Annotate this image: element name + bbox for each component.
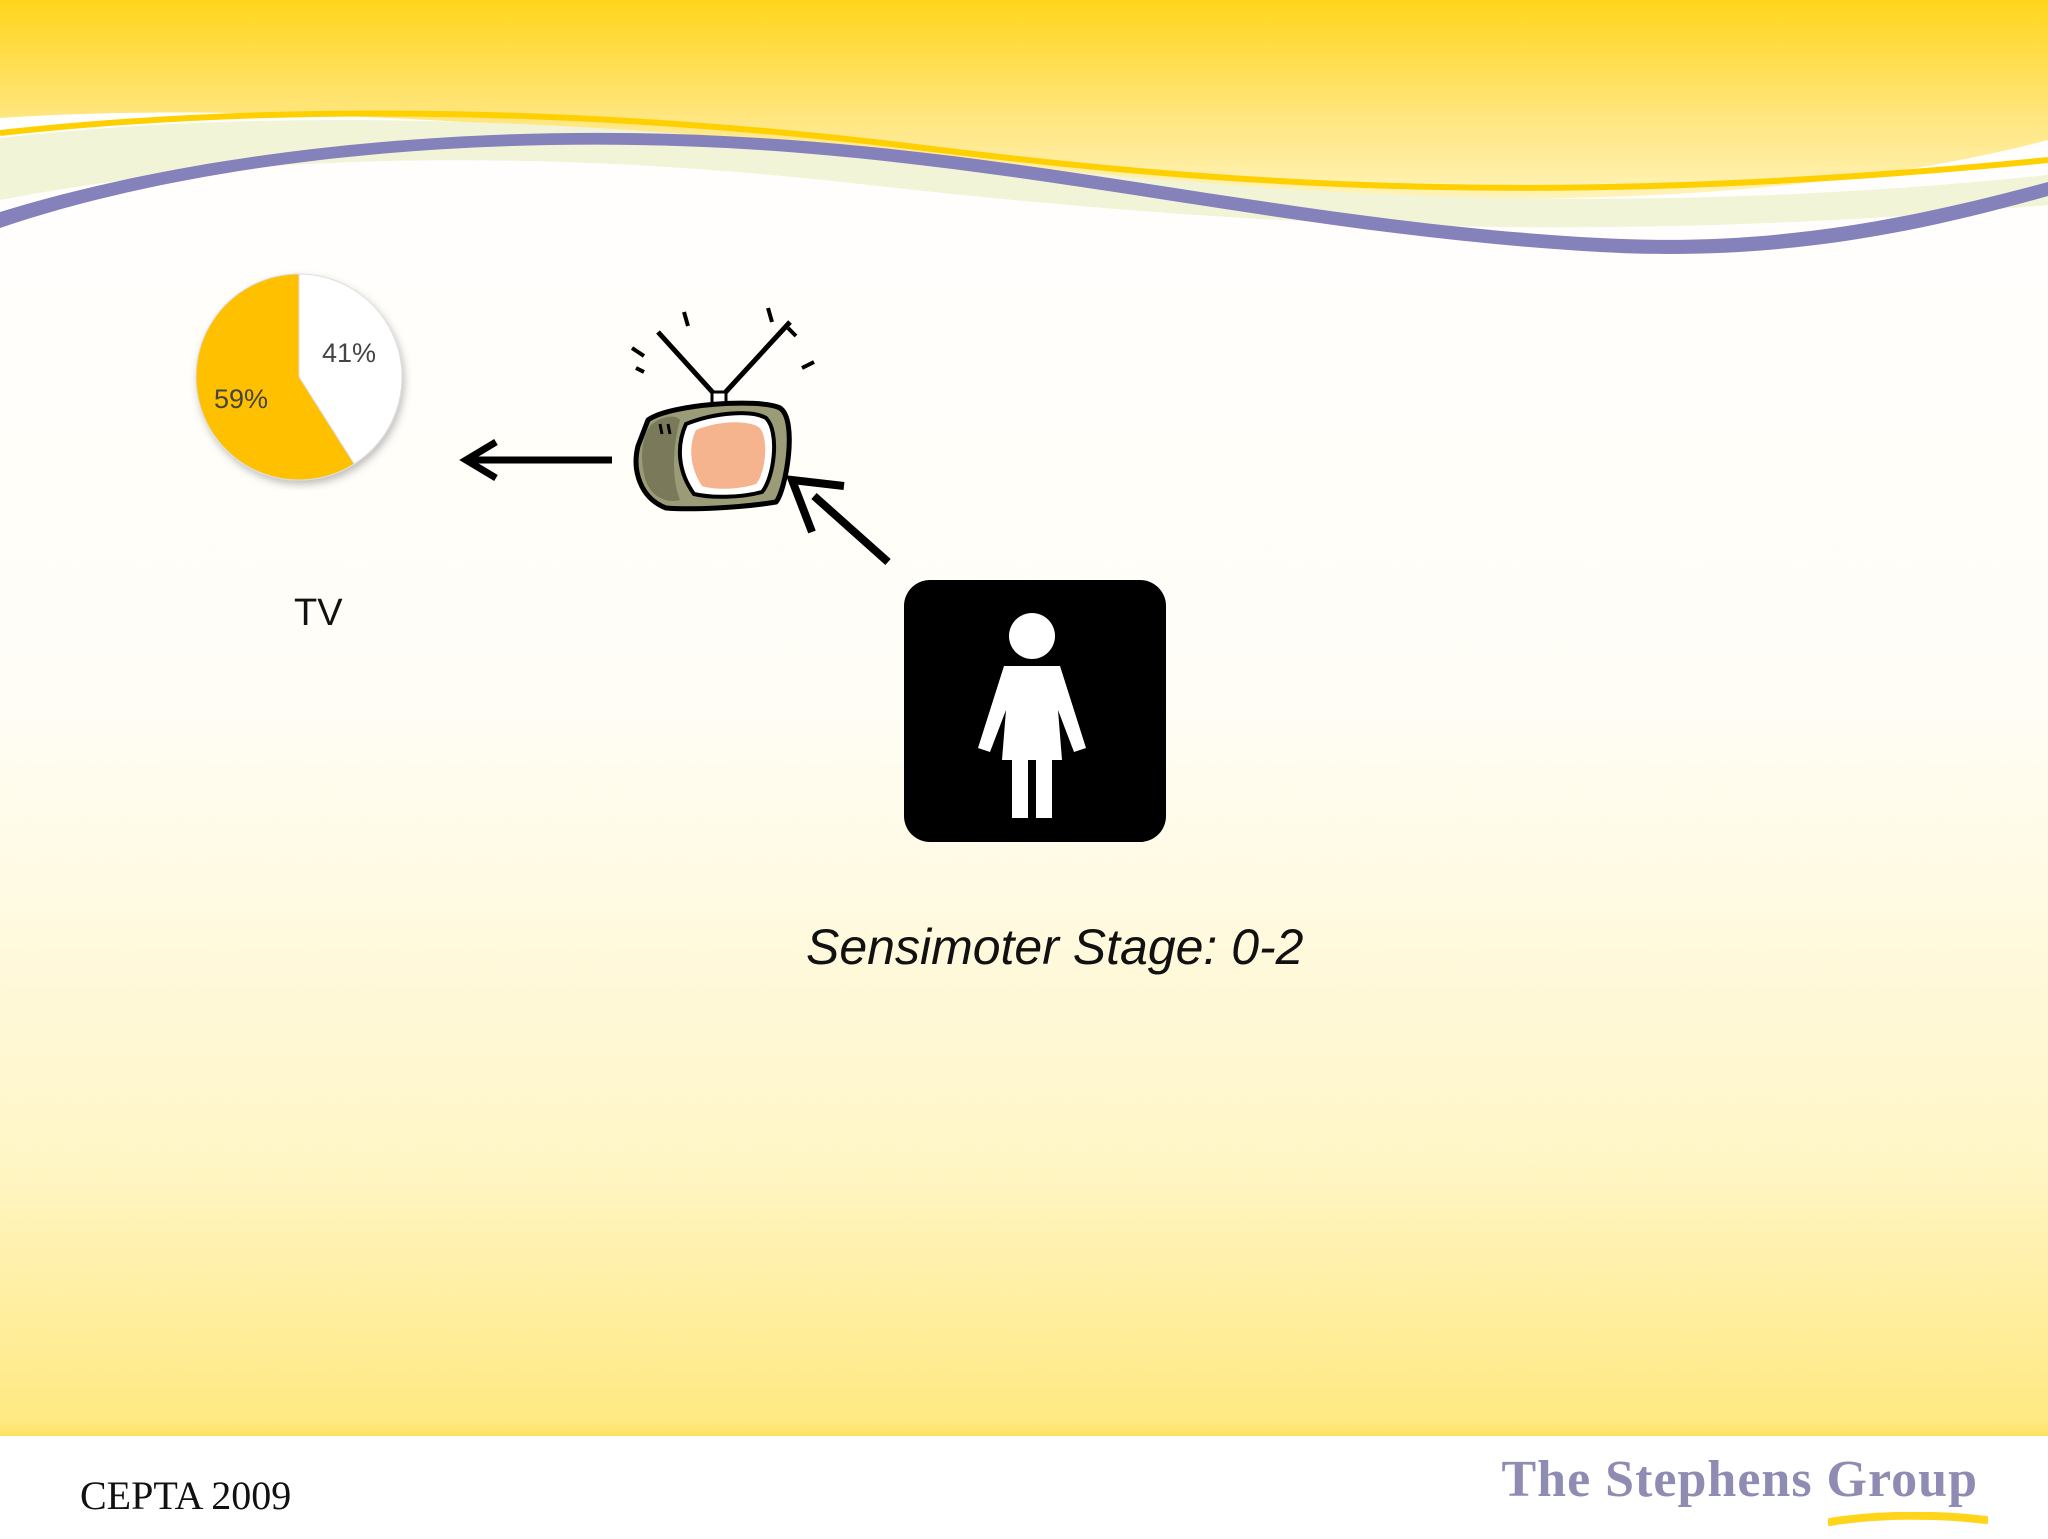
stage-caption: Sensimoter Stage: 0-2 xyxy=(806,919,1304,975)
header-wave-banner xyxy=(0,0,2048,280)
media-illustration xyxy=(440,300,1200,860)
pie-label-41: 41% xyxy=(322,338,377,368)
footer-event-label: CEPTA 2009 xyxy=(80,1473,292,1518)
tv-icon xyxy=(630,307,815,512)
logo-underline-swoosh xyxy=(1828,1512,1988,1526)
company-logo-text: The Stephens Group xyxy=(1501,1451,1978,1508)
footer-bar: CEPTA 2009 The Stephens Group xyxy=(0,1433,2048,1539)
header-wave-graphic xyxy=(0,0,2048,254)
illustration-svg xyxy=(459,307,1166,842)
person-icon xyxy=(904,580,1166,842)
arrow-left-icon xyxy=(459,438,612,482)
arrow-up-left-icon xyxy=(785,475,891,565)
pie-slice-41 xyxy=(298,273,403,465)
pie-label-59: 59% xyxy=(214,384,269,414)
tv-pie-chart xyxy=(186,264,412,490)
pie-slice-59 xyxy=(195,273,355,481)
chart-caption: TV xyxy=(294,592,343,634)
pie-chart-svg xyxy=(195,273,403,481)
